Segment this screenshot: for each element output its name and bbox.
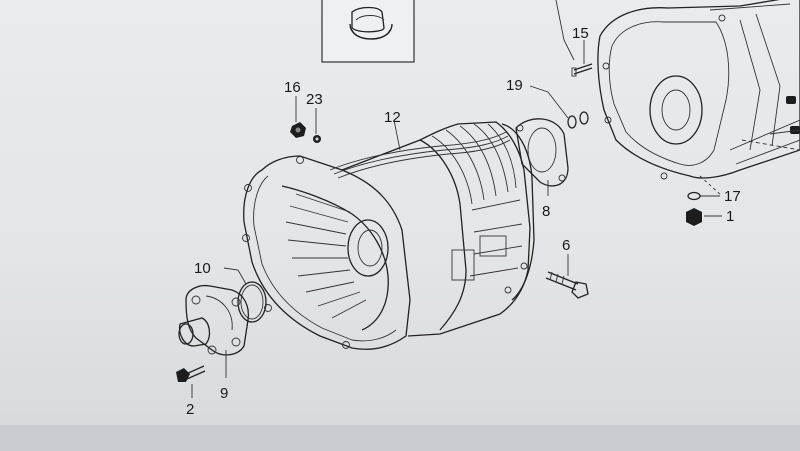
callout-leader-lines	[191, 0, 800, 398]
callout-16: 16	[284, 79, 301, 96]
part-15-stud	[571, 63, 593, 77]
part-8-gasket	[515, 118, 569, 187]
callout-1: 1	[726, 208, 734, 225]
part-9-bearing-retainer	[178, 284, 250, 356]
part-23-bolt	[313, 135, 321, 143]
callout-6: 6	[562, 237, 570, 254]
callout-10: 10	[194, 260, 211, 277]
callout-8: 8	[542, 203, 550, 220]
part-16-nut	[290, 122, 306, 138]
callout-15: 15	[572, 25, 589, 42]
part-17-washer	[687, 191, 701, 201]
callout-19: 19	[506, 77, 523, 94]
callout-23: 23	[306, 91, 323, 108]
bell-housing-case	[242, 121, 535, 350]
callout-labels: 16 23 12 19 15 17 1 8 6 10 2 9	[186, 25, 741, 418]
edge-bolts	[769, 96, 800, 135]
part-1-nut	[686, 208, 702, 226]
part-10-oring	[237, 281, 267, 323]
part-19-orings	[567, 111, 589, 129]
callout-2: 2	[186, 401, 194, 418]
screen-bezel-shadow	[0, 425, 800, 451]
part-2-bolt	[176, 365, 206, 382]
callout-17: 17	[724, 188, 741, 205]
inset-hose-part-box	[321, 0, 415, 63]
callout-12: 12	[384, 109, 401, 126]
callout-9: 9	[220, 385, 228, 402]
rear-extension-housing	[597, 0, 800, 180]
part-6-bolt	[545, 271, 589, 299]
